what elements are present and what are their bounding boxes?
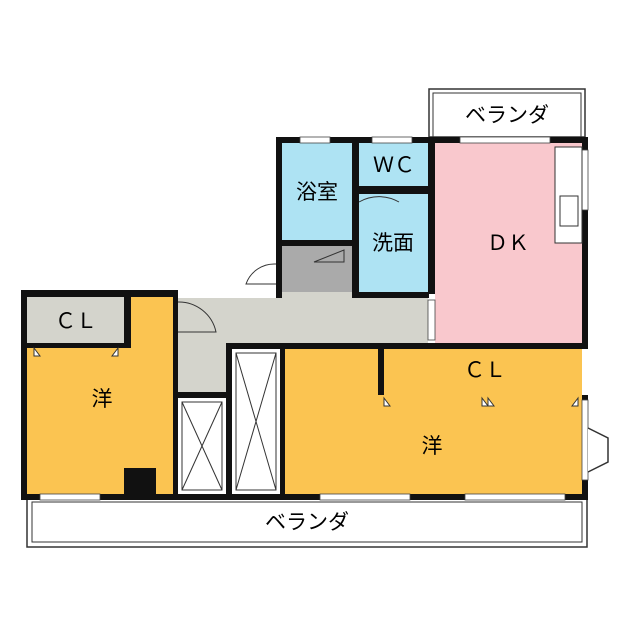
western-room-right-label: 洋 (422, 434, 443, 458)
closet-left (27, 297, 124, 343)
bath-label: 浴室 (296, 180, 338, 204)
closet-right-label: ＣＬ (464, 358, 506, 382)
kitchen-counter (554, 146, 583, 244)
washroom-label: 洗面 (372, 231, 414, 255)
bath-room (282, 143, 352, 241)
washroom (359, 194, 428, 292)
storage-x-marks (181, 352, 277, 491)
dk-label: ＤＫ (487, 231, 529, 255)
wc-label: ＷＣ (373, 153, 415, 177)
balcony-top-label: ベランダ (465, 103, 549, 127)
balcony-bottom: ベランダ (26, 496, 588, 548)
hallway (178, 292, 428, 392)
western-room-left-label: 洋 (92, 387, 113, 411)
balcony-top: ベランダ (428, 88, 586, 138)
balcony-bottom-label: ベランダ (265, 510, 349, 534)
western-room-right (285, 349, 582, 494)
bay-window (587, 427, 609, 473)
doors (177, 196, 400, 333)
closet-left-label: ＣＬ (55, 309, 97, 333)
closet-markers (33, 346, 579, 407)
walls (21, 137, 588, 500)
western-room-left-upper (124, 297, 173, 343)
windows (39, 136, 589, 501)
entrance (282, 246, 352, 298)
wc-room (359, 143, 428, 186)
